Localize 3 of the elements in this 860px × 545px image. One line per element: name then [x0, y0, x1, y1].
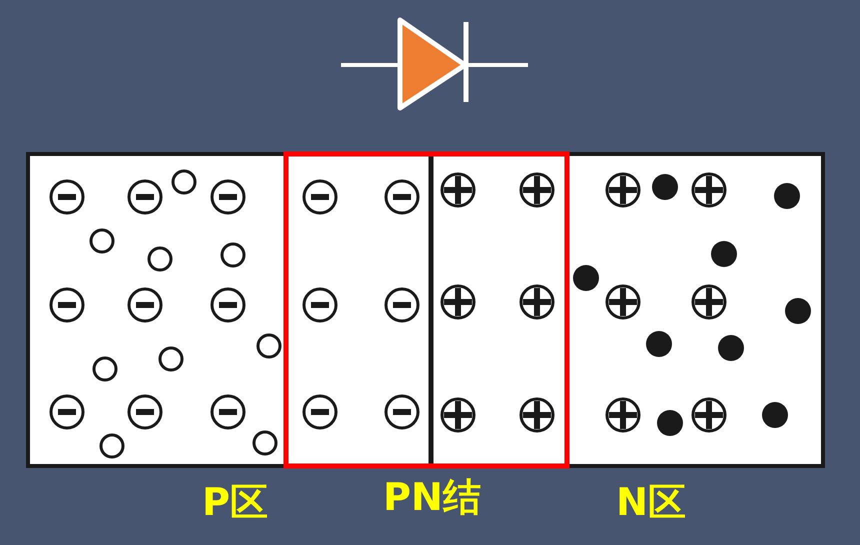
region-label: N区 — [616, 480, 686, 524]
region-label: P区 — [202, 480, 268, 524]
region-label: PN结 — [383, 475, 481, 519]
